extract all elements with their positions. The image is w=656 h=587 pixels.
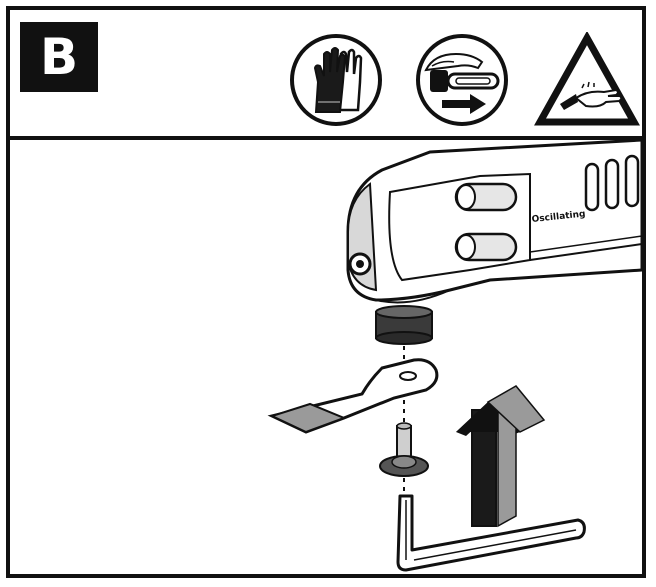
blade-installation-illustration: Oscillating	[267, 140, 642, 572]
saw-blade	[267, 358, 439, 434]
illustration-area: Oscillating	[10, 140, 642, 578]
instruction-header: B	[10, 10, 642, 140]
unplug-icon	[416, 34, 508, 126]
step-label: B	[20, 22, 98, 92]
up-arrow-icon	[456, 385, 546, 528]
gloves-icon	[290, 34, 382, 126]
instruction-panel: B	[6, 6, 646, 578]
oscillating-tool	[346, 140, 642, 304]
tool-flange	[375, 305, 433, 345]
allen-key	[396, 494, 586, 572]
blade-bolt	[379, 422, 429, 477]
hand-hazard-warning-icon	[534, 32, 640, 126]
